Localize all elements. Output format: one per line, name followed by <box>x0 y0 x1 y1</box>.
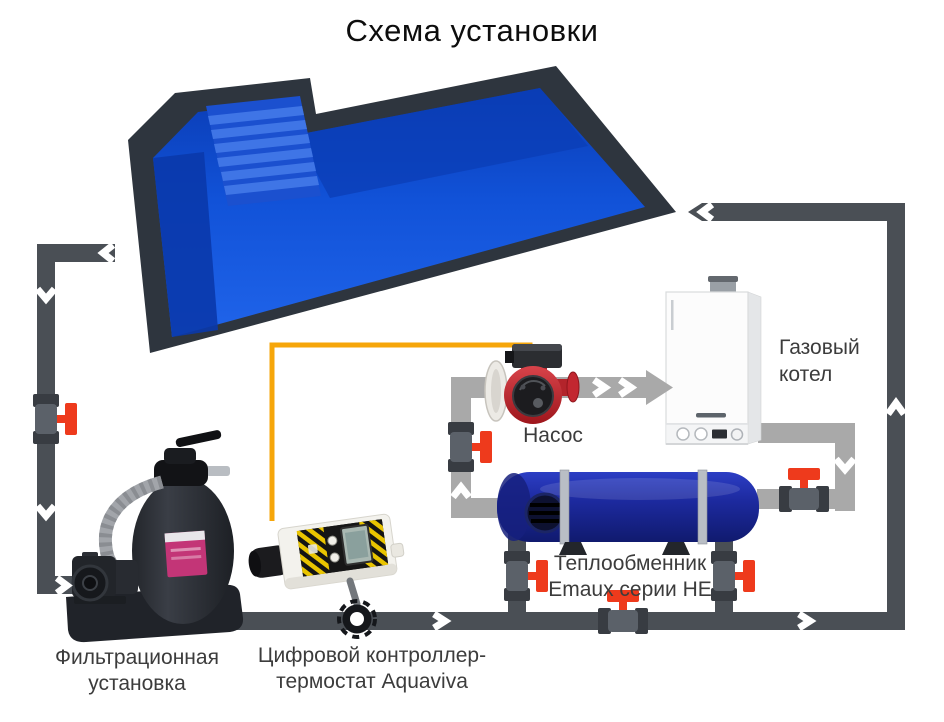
pipe-segment <box>451 498 498 518</box>
ball-valve <box>598 590 648 634</box>
label-pump: Насос <box>523 424 583 447</box>
flow-arrow <box>646 370 673 405</box>
label-controller: Цифровой контроллер- термостат Aquaviva <box>257 644 487 693</box>
flow-arrows <box>34 201 907 631</box>
multiport-valve <box>154 460 208 486</box>
boiler-logo <box>696 413 726 418</box>
ball-valve <box>33 394 77 444</box>
pipe-segment <box>758 423 855 443</box>
flow-arrow <box>618 377 638 398</box>
pipe-segment <box>232 612 905 630</box>
heat-exchanger-illustration <box>497 469 759 555</box>
flow-arrow <box>450 481 472 500</box>
pool-illustration <box>128 66 676 353</box>
gas-boiler-illustration <box>665 276 762 445</box>
pipe-segment <box>37 576 78 594</box>
flow-arrow <box>592 377 612 398</box>
valves <box>33 394 829 634</box>
flow-arrow <box>432 611 452 631</box>
ball-valve <box>448 422 492 472</box>
circulation-pump-illustration <box>484 344 580 424</box>
label-gas-boiler: Газовый котел <box>779 336 860 386</box>
flow-arrow <box>34 286 58 305</box>
pool-return-pipe <box>688 203 905 221</box>
page-title: Схема установки <box>345 13 599 48</box>
ball-valve <box>711 551 755 601</box>
pipe-segment <box>887 203 905 630</box>
flow-arrow <box>97 242 116 264</box>
label-heat-exchanger: Теплообменник Emaux серии HE <box>548 552 712 601</box>
filter-tank-label <box>164 530 208 578</box>
ball-valve <box>504 551 548 601</box>
flow-arrow <box>54 575 73 596</box>
flow-arrow <box>885 397 907 417</box>
thermostat-sensor-clamp <box>337 599 377 639</box>
pool-steps <box>206 96 321 206</box>
pipe-segment <box>37 244 115 262</box>
flow-arrow <box>696 201 715 223</box>
controller-illustration <box>248 513 405 639</box>
flow-arrow <box>833 456 857 475</box>
ball-valve <box>779 468 829 512</box>
label-filtration-unit: Фильтрационная установка <box>55 646 219 695</box>
flow-arrow <box>797 611 817 631</box>
filtration-unit-illustration <box>66 430 244 643</box>
flow-arrow <box>34 503 58 522</box>
